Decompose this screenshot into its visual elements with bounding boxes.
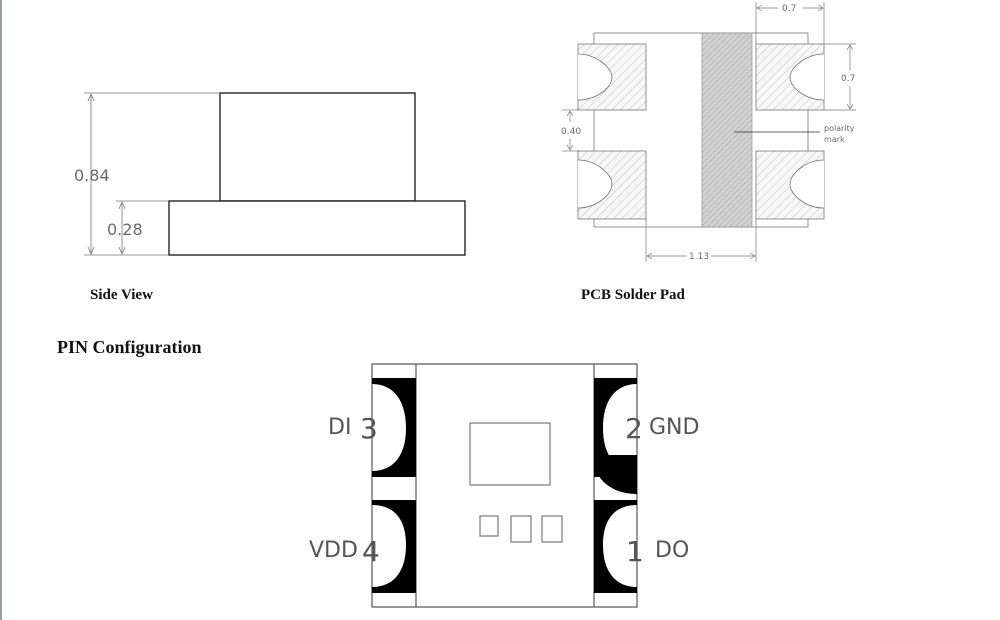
pcb-solder-pad-caption: PCB Solder Pad	[581, 287, 686, 303]
ic-die	[469, 422, 551, 486]
pad-top-left	[577, 43, 647, 111]
polarity-label-line1: polarity	[824, 124, 855, 133]
side-view-total-height-dimension	[84, 92, 220, 256]
pin-4-name: VDD	[309, 538, 358, 563]
pin-2-name: GND	[649, 415, 699, 440]
led-chip-blue	[541, 515, 563, 543]
pin-1-number: 1	[626, 535, 644, 568]
pad-span-dimension	[645, 219, 757, 262]
side-view-total-height-label: 0.84	[74, 166, 110, 185]
page-left-border	[0, 0, 2, 620]
pin-2-pad	[594, 378, 637, 477]
pad-bottom-right	[755, 150, 825, 220]
pin-3-name: DI	[328, 415, 351, 440]
side-view-caption: Side View	[90, 287, 153, 303]
pad-width-label: 0.7	[782, 4, 796, 14]
pin-2-polarity-notch	[594, 455, 637, 494]
side-view-base-height-label: 0.28	[107, 220, 143, 239]
pin-1-pad	[594, 500, 637, 593]
pin-4-number: 4	[362, 535, 380, 568]
side-view-base-height-dimension	[116, 200, 169, 256]
led-chip-green	[510, 515, 532, 543]
polarity-mark-stripe	[701, 32, 753, 228]
pad-height-dimension	[824, 43, 856, 111]
pad-height-label: 0.7	[841, 74, 855, 84]
side-view-base	[168, 200, 466, 256]
pin-1-name: DO	[655, 538, 689, 563]
side-view-lens-body	[219, 92, 416, 202]
pad-span-label: 1.13	[689, 252, 709, 262]
pad-width-dimension	[755, 2, 825, 44]
pcb-solder-pad: 0.7 0.7 0.40 1	[561, 2, 856, 303]
pad-gap-dimension	[562, 109, 578, 152]
pin-3-number: 3	[360, 412, 378, 445]
pad-gap-label: 0.40	[561, 127, 581, 137]
led-chip-red	[479, 515, 499, 537]
pad-bottom-left	[577, 150, 647, 220]
pin-2-number: 2	[625, 412, 643, 445]
polarity-label-line2: mark	[824, 135, 845, 144]
pin-3-pad	[372, 378, 416, 477]
pin-configuration-diagram: DI 3 VDD 4 2 GND 1 DO	[309, 363, 699, 608]
pad-top-right	[755, 43, 825, 111]
pin-4-pad	[372, 500, 416, 593]
pin-configuration-heading: PIN Configuration	[57, 337, 202, 357]
side-view: 0.84 0.28 Side View	[74, 92, 466, 303]
